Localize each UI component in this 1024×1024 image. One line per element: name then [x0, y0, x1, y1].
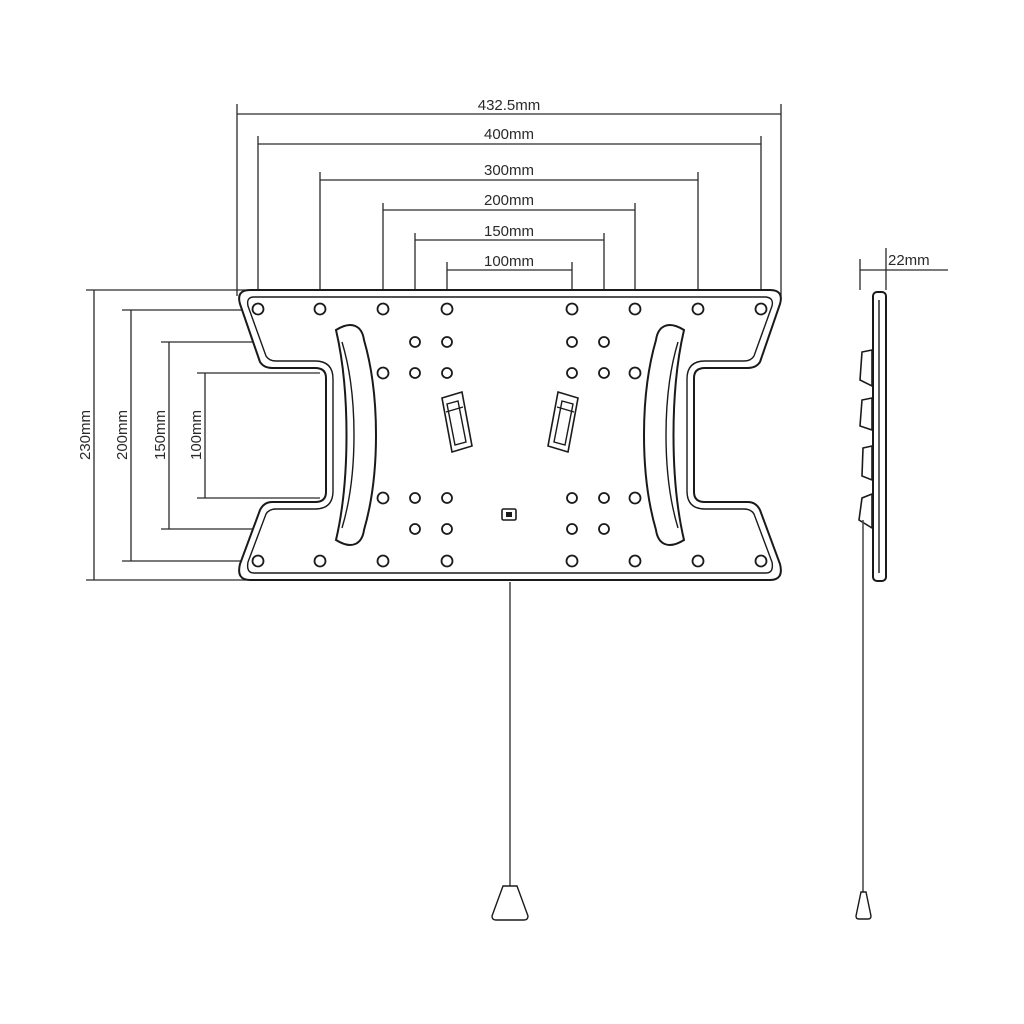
left-hook-bracket [441, 390, 473, 454]
mounting-hole [628, 554, 642, 568]
mounting-hole [409, 492, 421, 504]
mounting-hole [441, 492, 453, 504]
horizontal-dimensions: 432.5mm 400mm 300mm 200mm 150mm 100mm [236, 97, 782, 336]
plate-inner-rim [246, 296, 774, 574]
width-dimension-100: 100mm [484, 253, 534, 270]
height-dimension-200: 200mm [114, 410, 131, 460]
plate-outline [238, 289, 782, 581]
mounting-hole [251, 302, 265, 316]
height-dimension-230: 230mm [77, 410, 94, 460]
left-curved-slot [334, 324, 377, 546]
mounting-hole [565, 554, 579, 568]
height-dimension-100: 100mm [188, 410, 205, 460]
mounting-hole [409, 367, 421, 379]
mounting-hole [376, 491, 390, 505]
depth-dimension-22: 22mm [888, 252, 930, 269]
mounting-hole [598, 523, 610, 535]
mounting-hole [565, 302, 579, 316]
mounting-hole [441, 523, 453, 535]
left-slot-inner-line [341, 341, 355, 529]
mounting-hole [376, 366, 390, 380]
mounting-hole [754, 554, 768, 568]
mounting-holes [251, 302, 768, 568]
mounting-hole [409, 523, 421, 535]
mounting-hole [628, 491, 642, 505]
mounting-hole [441, 367, 453, 379]
mounting-plate-front-view [238, 289, 782, 581]
mounting-hole [754, 302, 768, 316]
mounting-hole [598, 336, 610, 348]
mounting-hole [376, 554, 390, 568]
mounting-hole [691, 554, 705, 568]
right-slot-inner-line [665, 341, 679, 529]
lock-tab [501, 508, 517, 521]
mounting-hole [691, 302, 705, 316]
mounting-hole [566, 492, 578, 504]
cord-weight [491, 885, 529, 921]
mounting-hole [313, 554, 327, 568]
mounting-hole [441, 336, 453, 348]
mounting-hole [313, 302, 327, 316]
width-dimension-300: 300mm [484, 162, 534, 179]
mounting-hole [628, 302, 642, 316]
height-dimension-150: 150mm [152, 410, 169, 460]
mounting-hole [440, 554, 454, 568]
width-dimension-400: 400mm [484, 126, 534, 143]
right-curved-slot [643, 324, 686, 546]
width-dimension-200: 200mm [484, 192, 534, 209]
side-view: 22mm [855, 248, 948, 920]
right-hook-bracket [547, 390, 579, 454]
width-dimension-150: 150mm [484, 223, 534, 240]
side-bracket-middle [859, 397, 873, 432]
mounting-hole [409, 336, 421, 348]
side-bracket-top [859, 349, 873, 388]
side-cord-weight [855, 891, 872, 920]
mounting-hole [251, 554, 265, 568]
mounting-hole [598, 367, 610, 379]
mounting-hole [566, 336, 578, 348]
mounting-hole [628, 366, 642, 380]
mounting-hole [598, 492, 610, 504]
mounting-hole [566, 367, 578, 379]
mounting-hole [376, 302, 390, 316]
width-dimension-432-5: 432.5mm [478, 97, 541, 114]
side-bracket-lower [861, 445, 873, 482]
side-bracket-bottom [858, 492, 873, 530]
mounting-hole [566, 523, 578, 535]
mounting-hole [440, 302, 454, 316]
pull-cord-front [491, 582, 529, 921]
